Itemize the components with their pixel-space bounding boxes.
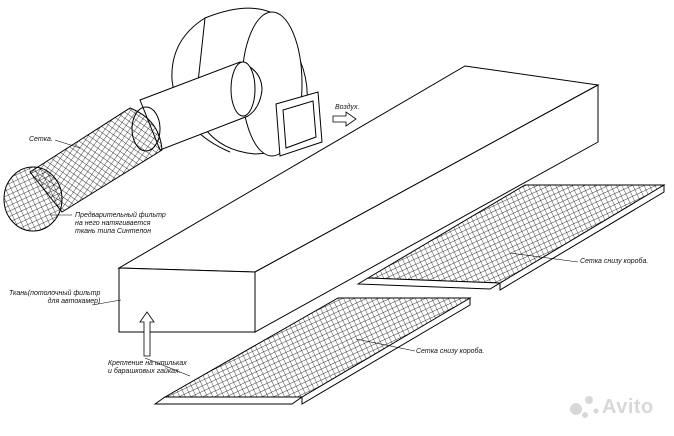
avito-logo-icon (570, 396, 599, 418)
label-setka-bottom: Сетка снизу короба. (416, 348, 485, 355)
duct-box (117, 65, 600, 333)
mesh-panel-top (356, 184, 666, 291)
label-air: Воздух. (335, 104, 360, 111)
outlet-flange (275, 91, 323, 157)
label-prefilter: Предварительный фильтр на него натягивае… (75, 212, 166, 236)
prefilter-cylinder (3, 106, 163, 232)
label-prefilter-line3: ткань типа Синтепон (75, 228, 152, 235)
label-setka-top: Сетка снизу короба. (580, 258, 649, 265)
label-mount-line1: Крепление на шпильках (108, 360, 187, 367)
ceiling-arrow (139, 311, 155, 357)
air-arrow (332, 111, 357, 127)
label-tkan: Ткань(потолочный фильтр для автокамер) (9, 290, 100, 306)
watermark-text: Avito (602, 396, 654, 418)
label-mount-line2: и барашковых гайках. (108, 368, 181, 375)
label-setka: Сетка. (29, 136, 53, 143)
leader-lines (50, 139, 579, 377)
label-tkan-line1: Ткань(потолочный фильтр (9, 290, 101, 297)
label-prefilter-line1: Предварительный фильтр (75, 212, 166, 219)
mesh-panel-bottom (153, 297, 472, 405)
label-mount: Крепление на шпильках и барашковых гайка… (108, 360, 187, 376)
label-tkan-line2: для автокамер) (47, 298, 101, 305)
label-prefilter-line2: на него натягивается (75, 220, 151, 227)
intake-pipe (139, 61, 263, 151)
